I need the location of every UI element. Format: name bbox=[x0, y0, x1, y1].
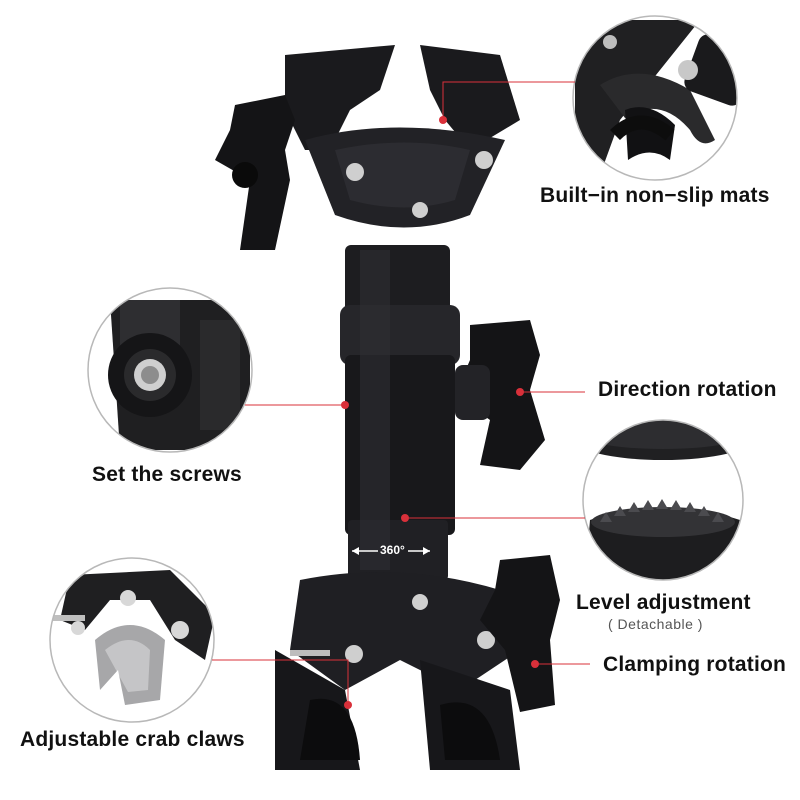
direction-rotation-label: Direction rotation bbox=[598, 378, 777, 401]
set-screws-zoom-ring bbox=[87, 287, 253, 453]
middle-rotation-knob bbox=[455, 320, 545, 470]
level-adjustment-zoom-ring bbox=[582, 419, 744, 581]
set-screws-label: Set the screws bbox=[92, 463, 242, 486]
top-crab-clamp bbox=[215, 45, 520, 250]
rotation-360-text: 360° bbox=[380, 543, 405, 557]
nonslip-mats-label: Built−in non−slip mats bbox=[540, 184, 770, 207]
nonslip-mats-zoom bbox=[573, 16, 737, 180]
crab-claws-callout-line bbox=[212, 659, 349, 705]
crab-claws-label: Adjustable crab claws bbox=[20, 728, 245, 751]
crab-claws-zoom bbox=[50, 558, 214, 722]
rotation-360-marker bbox=[352, 547, 430, 555]
center-column bbox=[340, 245, 460, 580]
level-adjustment-label: Level adjustment bbox=[576, 591, 751, 614]
clamping-rotation-label: Clamping rotation bbox=[603, 653, 787, 676]
crab-claws-zoom-ring bbox=[49, 557, 215, 723]
detachable-note: ( Detachable ) bbox=[608, 616, 703, 632]
nonslip-callout-line bbox=[442, 81, 575, 120]
nonslip-mats-zoom-ring bbox=[572, 15, 738, 181]
set-screws-zoom bbox=[88, 288, 252, 452]
